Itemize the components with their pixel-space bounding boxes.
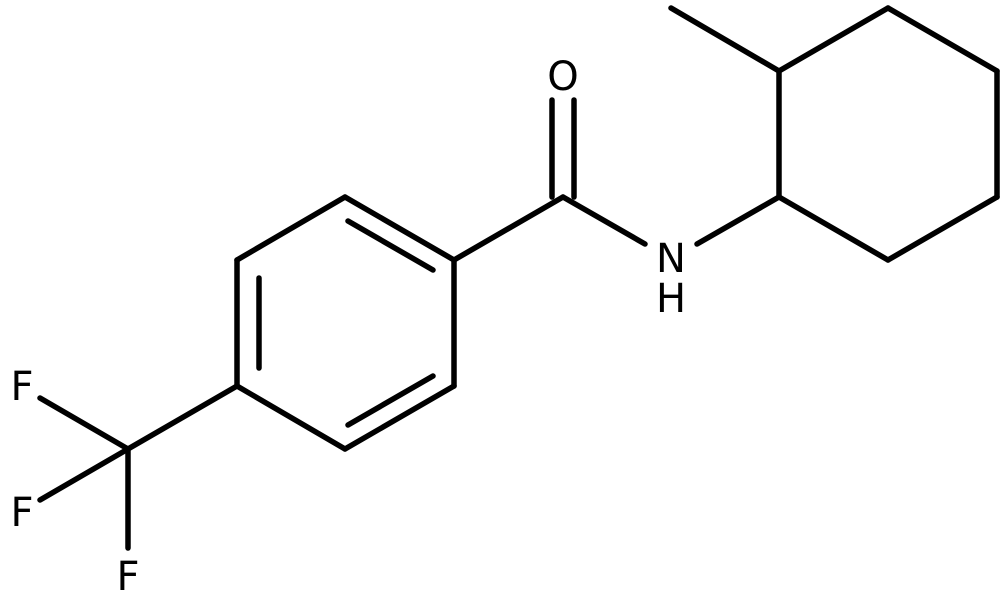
fluorine-label-2: F: [10, 490, 33, 536]
ring-to-carbonyl-bond: [451, 194, 566, 263]
cyclohexane-bond-3: [885, 5, 1000, 74]
ring-inner-double-bottom: [345, 373, 436, 428]
ring-bond-bottom-left: [234, 383, 348, 452]
fluorine-label-1: F: [10, 364, 33, 410]
ring-bond-top-left: [234, 194, 348, 263]
oxygen-label: O: [547, 54, 578, 100]
cyclohexane-bond-2: [776, 5, 891, 74]
ring-inner-double-top: [345, 218, 436, 273]
nitrogen-to-cyclohexyl-bond: [694, 194, 782, 247]
methyl-bond: [668, 5, 782, 74]
ring-bond-bottom-right: [342, 383, 457, 452]
nitrogen-label: N: [656, 236, 686, 282]
ring-bond-top-right: [342, 194, 457, 263]
carbonyl-to-nitrogen-bond: [560, 194, 648, 247]
ring-to-cf3-bond: [125, 383, 240, 452]
hydrogen-label: H: [656, 276, 686, 322]
cf3-bond-f1: [37, 395, 131, 452]
cf3-bond-f2: [37, 446, 131, 503]
cyclohexane-ring: [668, 5, 1000, 263]
benzene-ring: [234, 194, 457, 452]
fluorine-label-3: F: [116, 554, 139, 598]
amide-group: [451, 97, 782, 263]
cyclohexane-bond-6: [776, 194, 891, 263]
cyclohexane-bond-5: [885, 194, 1000, 263]
trifluoromethyl-group: [37, 383, 240, 551]
